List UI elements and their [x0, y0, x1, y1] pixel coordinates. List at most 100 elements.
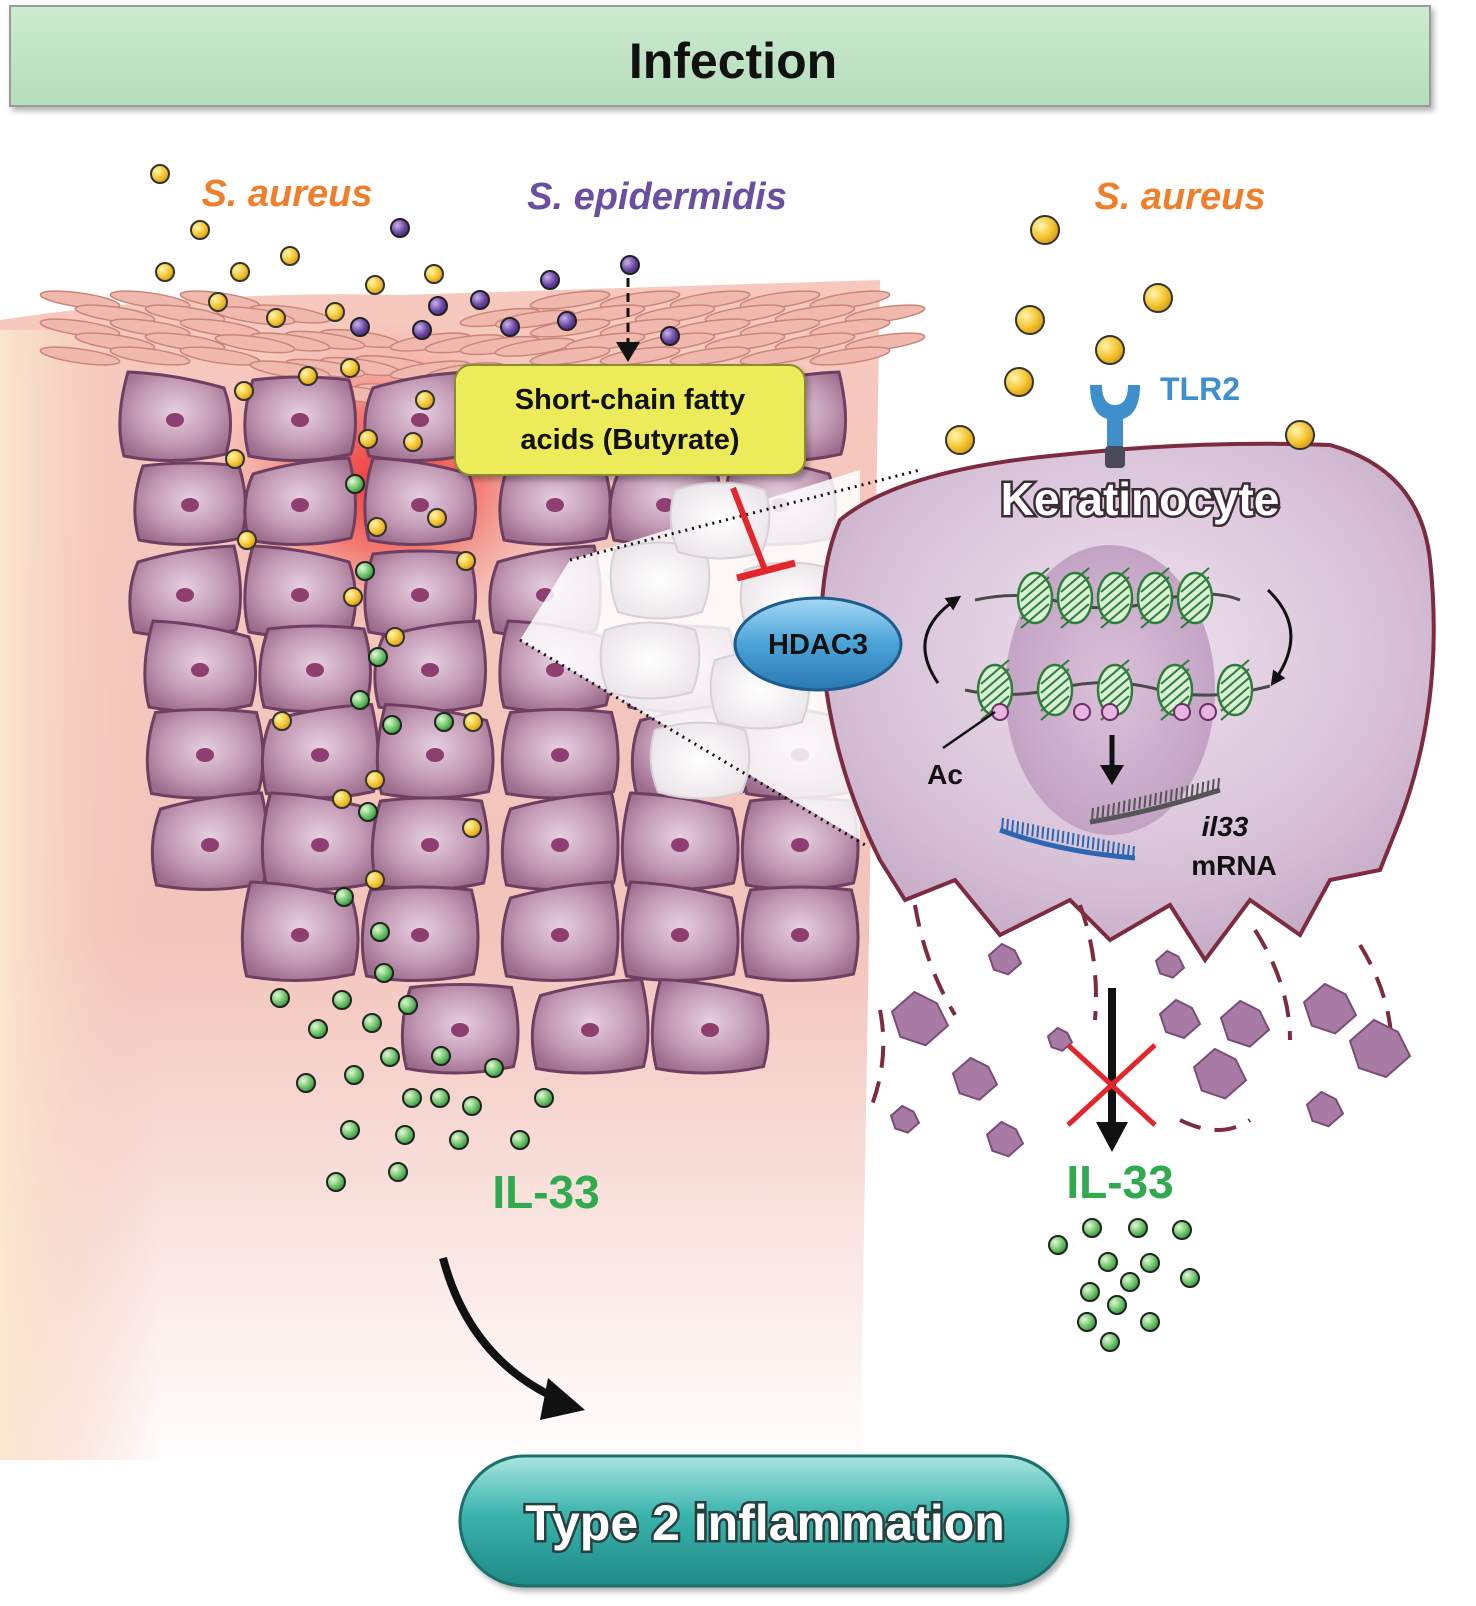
mrna-base — [1011, 820, 1015, 833]
cell-nucleus — [656, 498, 674, 512]
scfa-production-arrow — [616, 278, 640, 362]
debris-fragment — [1305, 1090, 1345, 1128]
mrna-base — [1201, 781, 1205, 794]
outcome-label: Type 2 inflammation — [525, 1495, 1005, 1551]
mrna-base — [1206, 780, 1210, 793]
dna-wrap — [1020, 567, 1050, 593]
dna-wrap — [1020, 594, 1050, 620]
corneocyte — [214, 334, 296, 354]
dna-wrap — [1180, 585, 1210, 611]
infection-banner: Infection — [9, 5, 1431, 107]
acetyl-group — [991, 703, 1009, 721]
dna-wrap — [1160, 677, 1190, 703]
cell-nucleus — [311, 838, 329, 852]
s-epidermidis-bacterium — [412, 320, 432, 340]
il33-particle — [1082, 1218, 1102, 1238]
s-aureus-bacterium — [1030, 215, 1060, 245]
mrna-base — [1133, 797, 1136, 811]
s-epidermidis-bacterium — [620, 255, 640, 275]
s-aureus-bacterium — [208, 292, 228, 312]
debris-fragment — [1046, 1026, 1074, 1052]
cell-nucleus — [426, 748, 444, 762]
s-aureus-bacterium — [272, 711, 292, 731]
acetyl-group — [1199, 703, 1217, 721]
chromatin: Ac — [923, 567, 1293, 790]
dna-wrap — [1140, 576, 1170, 602]
tlr2-label: TLR2 — [1160, 371, 1240, 407]
il33-particle — [270, 988, 290, 1008]
dna-wrap — [1020, 585, 1050, 611]
dna-wrap — [1220, 686, 1250, 712]
il33-particle — [1140, 1253, 1160, 1273]
il33-particle — [344, 1065, 364, 1085]
cell-nucleus — [791, 928, 809, 942]
mrna-base — [1066, 831, 1070, 845]
mrna-base — [1106, 840, 1110, 853]
cell-nucleus — [701, 1023, 719, 1037]
s-aureus-label-left: S. aureus — [201, 173, 372, 215]
corneocyte — [669, 346, 751, 366]
s-aureus-bacterium — [945, 425, 975, 455]
il33-particle — [462, 1096, 482, 1116]
dna-wrap — [1180, 576, 1210, 602]
mrna-base — [1061, 830, 1065, 844]
il33-particle — [449, 1130, 469, 1150]
s-aureus-bacterium — [332, 789, 352, 809]
il33-particle — [1140, 1312, 1160, 1332]
mrna-base — [1126, 844, 1130, 858]
mrna-base — [1111, 841, 1115, 854]
mrna-base — [1164, 790, 1168, 803]
mrna-base — [1185, 785, 1189, 798]
mrna-base — [1046, 827, 1050, 840]
s-aureus-bacterium — [1143, 283, 1173, 313]
corneocyte — [39, 346, 121, 366]
mrna-base — [1006, 818, 1010, 832]
tlr2-receptor: TLR2 — [1090, 371, 1240, 468]
cell-nucleus — [166, 413, 184, 427]
s-aureus-bacterium — [1285, 420, 1315, 450]
dna-wrap — [980, 668, 1010, 694]
mrna-base — [1071, 832, 1075, 846]
mrna-base — [1180, 786, 1184, 799]
cell-nucleus — [546, 498, 564, 512]
mrna-base — [1096, 838, 1100, 851]
hdac3-label: HDAC3 — [768, 629, 868, 661]
dna-wrap — [1220, 659, 1250, 685]
keratinocyte-cell: Keratinocyte — [819, 441, 1436, 1158]
s-aureus-bacterium — [415, 390, 435, 410]
s-aureus-bacterium — [463, 712, 483, 732]
mrna-base — [1116, 842, 1120, 855]
s-aureus-label-right: S. aureus — [1094, 176, 1265, 218]
epidermal-cells — [118, 370, 860, 1075]
debris-fragment — [985, 1120, 1025, 1158]
s-aureus-bacterium — [403, 432, 423, 452]
mrna-label: mRNA — [1191, 850, 1277, 881]
s-aureus-bacterium — [456, 551, 476, 571]
s-aureus-bacterium — [325, 302, 345, 322]
corneocyte — [529, 290, 611, 310]
il33-label-right: IL-33 — [1066, 1156, 1173, 1208]
dna-wrap — [1100, 603, 1130, 629]
mrna-base — [1076, 834, 1080, 847]
dna-wrap — [1060, 576, 1090, 602]
il33-particle — [1172, 1220, 1192, 1240]
il33-particle — [334, 887, 354, 907]
transcription-arrow-head — [1100, 765, 1124, 785]
dna-wrap — [1160, 668, 1190, 694]
debris-fragment — [951, 1056, 999, 1101]
dna-wrap — [980, 659, 1010, 685]
s-aureus-bacterium — [190, 220, 210, 240]
debris-fragment — [1348, 1018, 1412, 1079]
hdac3-enzyme: HDAC3 — [733, 596, 903, 692]
cell-nucleus — [191, 663, 209, 677]
s-epidermidis-bacterium — [500, 317, 520, 337]
particle-dots — [150, 164, 1315, 1352]
mrna-base — [1021, 822, 1025, 835]
s-aureus-bacterium — [280, 246, 300, 266]
acetyl-group — [1073, 703, 1091, 721]
mrna-base — [1117, 801, 1121, 814]
mrna-base — [1154, 792, 1157, 806]
mrna-base — [1091, 807, 1094, 821]
